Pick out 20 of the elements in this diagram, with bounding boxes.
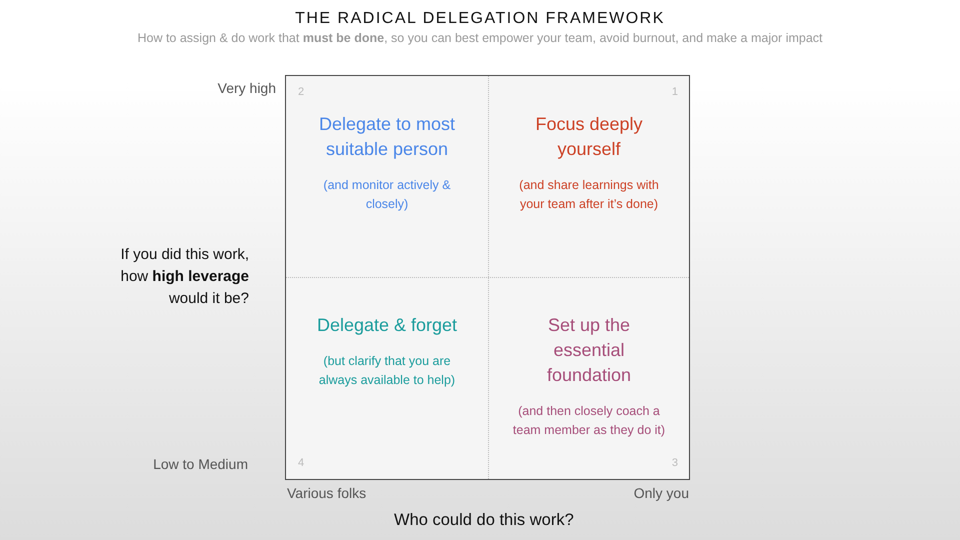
- quadrant-heading: Delegate to most suitable person: [318, 113, 456, 161]
- quadrant-heading: Set up the essential foundation: [546, 314, 632, 387]
- quadrant-heading: Delegate & forget: [316, 314, 458, 337]
- y-axis-title: If you did this work, how high leverage would it be?: [120, 245, 249, 309]
- quadrant-number: 2: [298, 86, 304, 98]
- axis-tick-label: Various folks: [287, 485, 366, 501]
- title: THE RADICAL DELEGATION FRAMEWORK: [294, 10, 666, 28]
- quadrant-number: 1: [672, 86, 678, 98]
- x-axis-title: Who could do this work?: [394, 511, 574, 530]
- quadrant-number: 3: [672, 457, 678, 469]
- axis-tick-label: Very high: [218, 80, 276, 96]
- quadrant-note: (and then closely coach a team member as they do it): [512, 403, 666, 439]
- axis-tick-label: Only you: [634, 485, 689, 501]
- axis-tick-label: Low to Medium: [153, 456, 248, 472]
- quadrant-note: (but clarify that you are always available to help): [318, 353, 456, 389]
- quadrant-heading: Focus deeply yourself: [534, 113, 644, 161]
- quadrant-note: (and monitor actively & closely): [322, 177, 452, 213]
- quadrant-note: (and share learnings with your team after it’s done): [518, 177, 660, 213]
- subtitle: How to assign & do work that must be done, so you can best empower your team, avoid burnout, and make a major impact: [136, 31, 824, 45]
- quadrant-number: 4: [298, 457, 304, 469]
